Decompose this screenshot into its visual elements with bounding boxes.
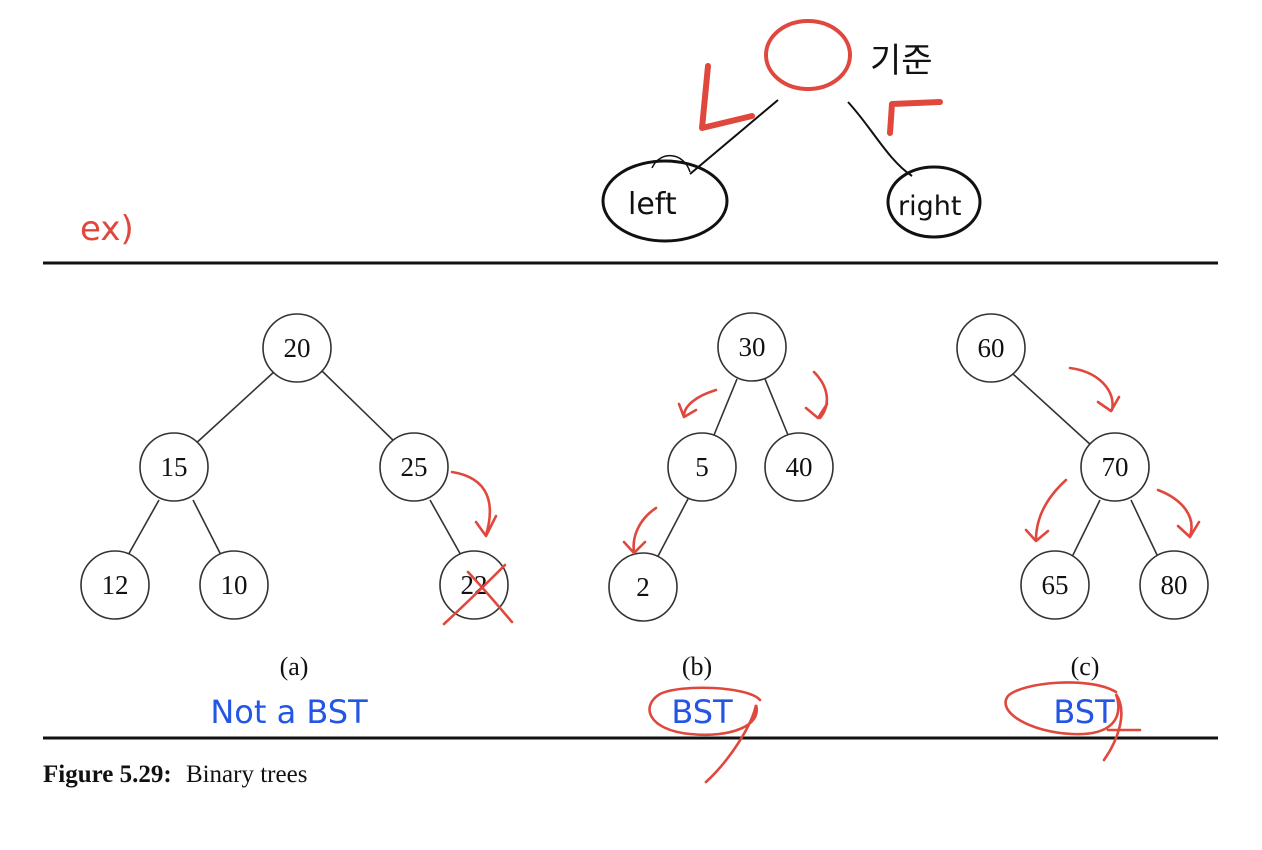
edge-70-65	[1071, 499, 1101, 558]
edge-20-15	[192, 370, 276, 447]
arrow-head-icon	[1096, 395, 1121, 413]
example-label: ex)	[80, 209, 134, 249]
edge-15-10	[192, 499, 223, 558]
tree-c: 60 70 65 80	[956, 313, 1209, 620]
svg-text:5: 5	[695, 452, 709, 482]
svg-text:60: 60	[978, 333, 1005, 363]
arrow-head-icon	[804, 402, 829, 420]
svg-text:30: 30	[739, 332, 766, 362]
circle-mark-icon	[1004, 681, 1142, 762]
figure-text: Binary trees	[186, 761, 307, 788]
curved-arrow-icon	[632, 506, 658, 554]
right-child-label: right	[898, 191, 961, 222]
svg-text:65: 65	[1042, 570, 1069, 600]
tree-node: 12	[80, 550, 150, 620]
red-annotations	[442, 366, 1201, 626]
circle-mark-icon	[648, 686, 762, 784]
tree-node: 65	[1020, 550, 1090, 620]
svg-text:15: 15	[161, 452, 188, 482]
arrow-head-icon	[1176, 520, 1201, 539]
left-child-circle	[601, 159, 729, 243]
curved-arrow-icon	[1156, 488, 1193, 538]
tree-node: 70	[1080, 432, 1150, 502]
svg-text:70: 70	[1102, 452, 1129, 482]
caption-a: (a)	[280, 652, 309, 681]
edge-20-25	[321, 370, 400, 447]
arrow-head-icon	[1024, 528, 1050, 543]
verdict-b: BST	[671, 693, 733, 731]
verdict-a: Not a BST	[210, 693, 368, 731]
tree-node: 2	[608, 552, 678, 622]
tree-node: 10	[199, 550, 269, 620]
verdict-c: BST	[1053, 693, 1115, 731]
tree-node: 60	[956, 313, 1026, 383]
cross-mark-icon	[442, 563, 507, 626]
left-hook	[651, 154, 691, 173]
curved-arrow-icon	[682, 388, 718, 418]
tree-node: 25	[379, 432, 449, 502]
curved-arrow-icon	[812, 370, 829, 420]
tree-node: 40	[764, 432, 834, 502]
curved-arrow-icon	[450, 470, 492, 537]
tree-node: 80	[1139, 550, 1209, 620]
tree-node: 20	[262, 313, 332, 383]
right-connector	[847, 101, 913, 177]
curved-arrow-icon	[1034, 478, 1068, 542]
tree-a: 20 15 25 12 10 22	[80, 313, 509, 620]
figure-caption: Figure 5.29: Binary trees	[43, 761, 307, 788]
svg-text:10: 10	[221, 570, 248, 600]
tree-node: 15	[139, 432, 209, 502]
tree-node: 30	[717, 312, 787, 382]
edge-30-5	[713, 378, 738, 436]
arrow-head-icon	[622, 540, 647, 555]
arrow-head-icon	[677, 402, 698, 419]
root-circle	[764, 19, 852, 91]
left-child-label: left	[628, 187, 677, 222]
tree-node: 22	[439, 550, 509, 620]
svg-text:12: 12	[102, 570, 129, 600]
svg-text:2: 2	[636, 572, 650, 602]
curved-arrow-icon	[1068, 366, 1114, 412]
root-label: 기준	[870, 41, 933, 81]
svg-text:40: 40	[786, 452, 813, 482]
caption-c: (c)	[1071, 652, 1100, 681]
svg-text:80: 80	[1161, 570, 1188, 600]
edge-30-40	[764, 378, 789, 436]
tree-edges	[126, 370, 1159, 561]
cross-mark-icon	[466, 570, 514, 624]
caption-b: (b)	[682, 652, 712, 681]
edge-5-2	[655, 496, 690, 561]
svg-text:25: 25	[401, 452, 428, 482]
edge-70-80	[1130, 499, 1159, 558]
edge-15-12	[126, 499, 160, 558]
greater-than-mark	[887, 99, 943, 136]
edge-60-70	[1012, 373, 1093, 447]
bst-concept-sketch: 기준 left right ex)	[80, 19, 982, 249]
less-than-mark	[699, 63, 755, 131]
left-connector	[689, 99, 779, 175]
tree-node: 5	[667, 432, 737, 502]
figure-label: Figure 5.29:	[43, 761, 172, 788]
tree-b: 30 5 40 2	[608, 312, 834, 622]
edge-25-22	[429, 499, 463, 558]
right-child-circle	[886, 165, 982, 239]
arrow-head-icon	[474, 514, 498, 538]
svg-text:20: 20	[284, 333, 311, 363]
